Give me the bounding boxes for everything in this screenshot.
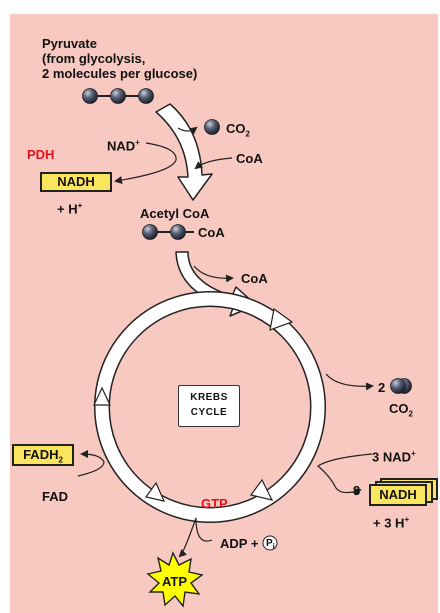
pi-subscript: i: [272, 542, 275, 551]
co2-cycle-molecules: [390, 378, 412, 394]
atp-label: ATP: [162, 574, 188, 589]
h-text: + H: [57, 201, 78, 217]
adp-label: ADP +: [220, 536, 259, 551]
h-charge: +: [77, 201, 83, 210]
pyruvate-molecules: [82, 88, 154, 104]
co2-subscript: 2: [245, 129, 250, 139]
nad3-label: 3 NAD+: [372, 446, 416, 464]
pyruvate-title: Pyruvate: [42, 36, 97, 51]
co2-top-label: CO2: [226, 121, 250, 142]
nad3-charge: +: [411, 449, 416, 458]
co2-release-arrow: [177, 126, 198, 135]
nadh-top-box: NADH: [40, 172, 112, 192]
coa-in-arrow: [194, 157, 233, 170]
h3-label: + 3 H+: [373, 512, 409, 530]
pdh-label: PDH: [27, 147, 55, 162]
coa-in-label: CoA: [236, 151, 263, 166]
pdh-reaction-arrow: [155, 103, 213, 201]
nad3-to-nadh-arrow: [316, 453, 373, 496]
krebs-line1: KREBS: [190, 392, 228, 403]
krebs-line2: CYCLE: [190, 407, 228, 418]
nad-plus-label: NAD+: [107, 135, 140, 153]
co2-cycle-subscript: 2: [408, 409, 413, 419]
fadh2-box: FADH2: [12, 444, 74, 466]
acetyl-coa-molecules: [142, 224, 194, 240]
fadh2-text: FADH: [23, 447, 59, 462]
fad-to-fadh2-arrow: [77, 450, 105, 477]
co2-molecule: [204, 119, 220, 135]
krebs-cycle-box: KREBS CYCLE: [178, 385, 240, 427]
krebs-cycle-ring: [93, 291, 326, 523]
fad-label: FAD: [42, 489, 68, 504]
acetyl-coa-label: Acetyl CoA: [140, 206, 210, 221]
acetyl-coa-group-label: CoA: [198, 225, 225, 240]
adp-to-atp-arrow: [178, 517, 213, 558]
nad-charge: +: [135, 138, 140, 147]
atp-star-icon: [146, 551, 204, 608]
coa-out-arrow: [193, 265, 234, 283]
coa-out-label: CoA: [241, 271, 268, 286]
pyruvate-note: 2 molecules per glucose): [42, 66, 198, 81]
co2-cycle-count: 2: [378, 380, 386, 395]
co2-cycle-arrow: [325, 373, 374, 391]
co2-cycle-text: CO: [389, 401, 409, 416]
gtp-label: GTP: [201, 496, 228, 511]
h-plus-label: + H+: [57, 198, 82, 216]
h3-charge: +: [404, 515, 410, 524]
nad-text: NAD: [107, 138, 136, 154]
fadh2-subscript: 2: [58, 455, 63, 465]
nad3-text: 3 NAD: [372, 449, 412, 465]
co2-text: CO: [226, 121, 246, 136]
pi-text: P: [266, 538, 273, 549]
pyruvate-subtitle: (from glycolysis,: [42, 51, 146, 66]
co2-cycle-label: CO2: [389, 401, 413, 422]
pi-circle-icon: [262, 535, 278, 551]
pi-label: Pi: [266, 536, 275, 554]
h3-text: + 3 H: [373, 515, 405, 531]
nadh-cycle-box: NADH: [369, 484, 427, 506]
nad-to-nadh-arrow: [114, 142, 177, 184]
nadh-cycle-count: 3: [353, 483, 361, 498]
